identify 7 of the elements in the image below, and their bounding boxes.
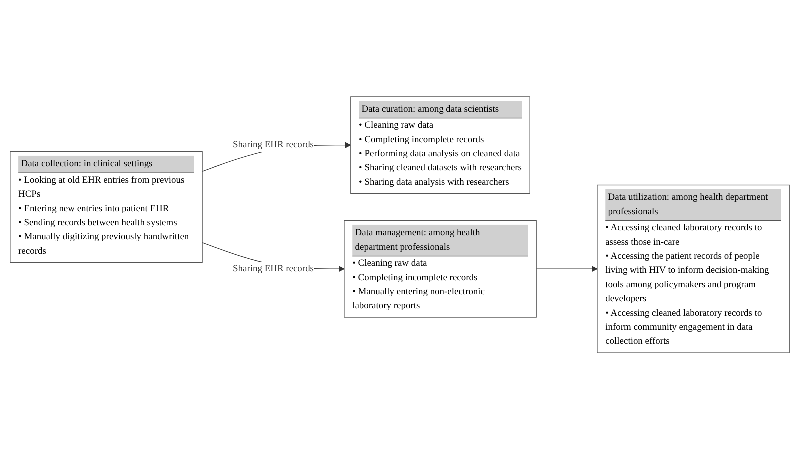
arrow [536, 266, 598, 272]
node-box: Data curation: among data scientists • Cleaning raw data • Completing incomplete records • Performing data analysis on cleaned data • Sharing cleaned datasets with researchers • Sharing data analysis with researchers [350, 96, 530, 194]
node-box: Data collection: in clinical settings • Looking at old EHR entries from previous HCPs • Entering new entries into patient EHR • Sending records between health systems • Manually digitizing previously handwritten records [10, 151, 203, 264]
node-box: Data management: among health department professionals • Cleaning raw data • Completing incomplete records • Manually entering non-electronic laboratory reports [344, 220, 537, 318]
edge-label: Sharing EHR records [232, 264, 314, 274]
edge-label: Sharing EHR records [232, 140, 314, 150]
node-box: Data utilization: among health department professionals • Accessing cleaned laboratory records to assess those in-care • Accessing the patient records of people living with HIV to inform decision-making tools among policymakers and program developers • Accessing cleaned laboratory records to inform community engagement in data collection efforts [597, 184, 790, 354]
